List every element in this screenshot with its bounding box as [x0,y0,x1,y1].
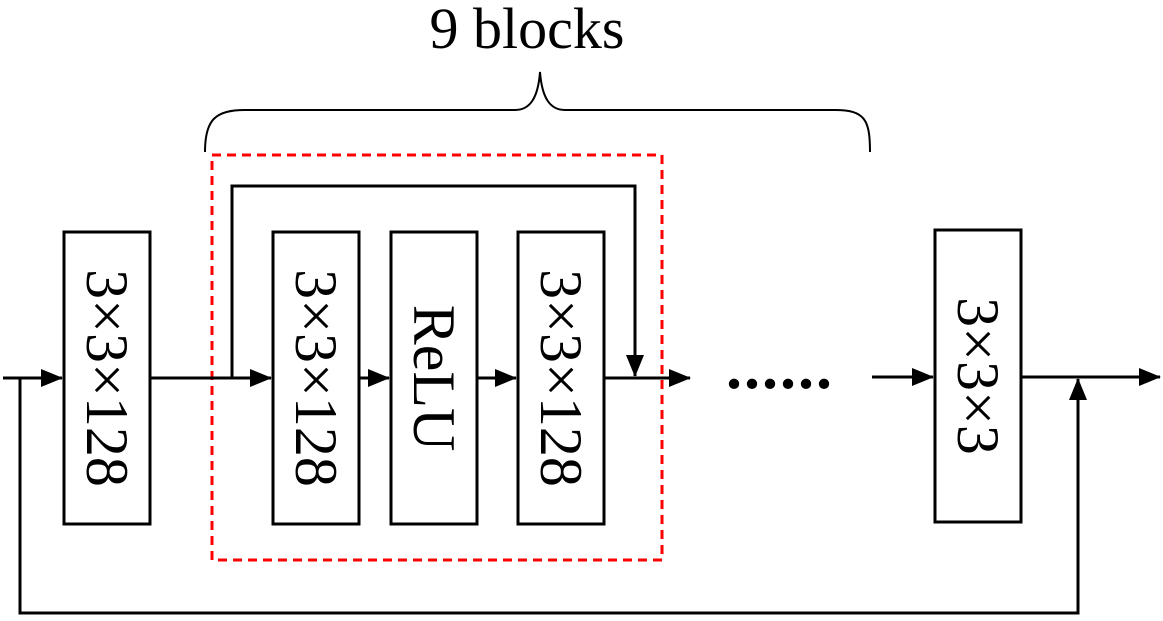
res-conv1-box [271,230,361,526]
blocks-count-title: 9 blocks [430,0,625,61]
input-conv-label: 3×3×128 [74,269,140,487]
ellipsis: ...... [726,331,834,402]
grouping-brace [204,71,871,153]
skip-connection-inner [230,184,644,378]
res-conv2-label: 3×3×128 [528,269,594,487]
relu-label: ReLU [401,305,467,452]
res-conv2-box [516,230,606,526]
input-conv-box [62,230,152,526]
skip-connection-global [18,378,1087,615]
output-conv-label: 3×3×3 [945,297,1011,455]
output-conv-box [933,228,1023,524]
res-conv1-label: 3×3×128 [283,269,349,487]
residual-block-highlight [210,153,664,562]
